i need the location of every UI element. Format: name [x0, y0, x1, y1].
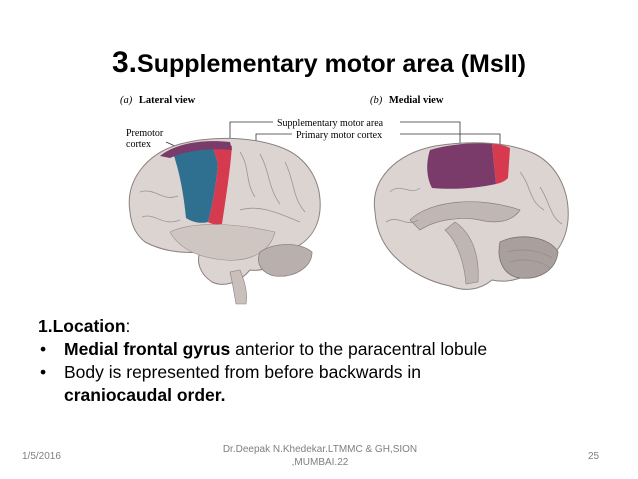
lateral-brain — [128, 137, 321, 305]
location-colon: : — [125, 316, 131, 336]
sma-region-lateral — [160, 141, 232, 158]
premotor-region — [172, 143, 218, 223]
sma-region-medial — [427, 143, 496, 189]
bullet-item-1: • Medial frontal gyrus anterior to the p… — [38, 338, 618, 361]
brain-figure: (a) Lateral view (b) Medial view Premoto… — [120, 95, 569, 305]
footer-author-line2: ,MUMBAI.22 — [291, 457, 349, 468]
bullet-1-bold: Medial frontal gyrus — [64, 339, 231, 359]
bullet-item-2: • Body is represented from before backwa… — [38, 361, 618, 407]
location-heading: 1.Location: — [38, 315, 618, 338]
bullet-2-line2: craniocaudal order. — [64, 385, 226, 405]
title-number: 3. — [111, 46, 138, 79]
bullet-2-line1: Body is represented from before backward… — [64, 362, 421, 382]
footer-author: Dr.Deepak N.Khedekar.LTMMC & GH,SION ,MU… — [200, 443, 440, 469]
slide-title: 3.Supplementary motor area (MsII) — [0, 46, 638, 80]
panel-b-label: (b) Medial view — [370, 95, 444, 106]
footer-author-line1: Dr.Deepak N.Khedekar.LTMMC & GH,SION — [222, 444, 418, 455]
location-label: 1.Location — [38, 316, 126, 336]
title-text: Supplementary motor area (MsII) — [137, 50, 526, 78]
bullet-1-text: anterior to the paracentral lobule — [230, 339, 488, 359]
bullet-dot-2: • — [40, 362, 47, 382]
bullet-dot-1: • — [40, 339, 47, 359]
footer-date: 1/5/2016 — [22, 451, 61, 462]
label-primary-motor: Primary motor cortex — [296, 130, 382, 141]
slide-body: 1.Location: • Medial frontal gyrus anter… — [38, 315, 618, 407]
primary-motor-region-lateral — [208, 143, 232, 225]
label-premotor-line1: Premotor — [126, 128, 164, 139]
primary-motor-region-medial — [492, 144, 510, 184]
panel-a-label: (a) Lateral view — [120, 95, 196, 106]
label-sma: Supplementary motor area — [277, 118, 384, 129]
medial-brain — [373, 142, 569, 290]
label-premotor-line2: cortex — [126, 139, 151, 150]
footer-page-number: 25 — [588, 451, 600, 462]
